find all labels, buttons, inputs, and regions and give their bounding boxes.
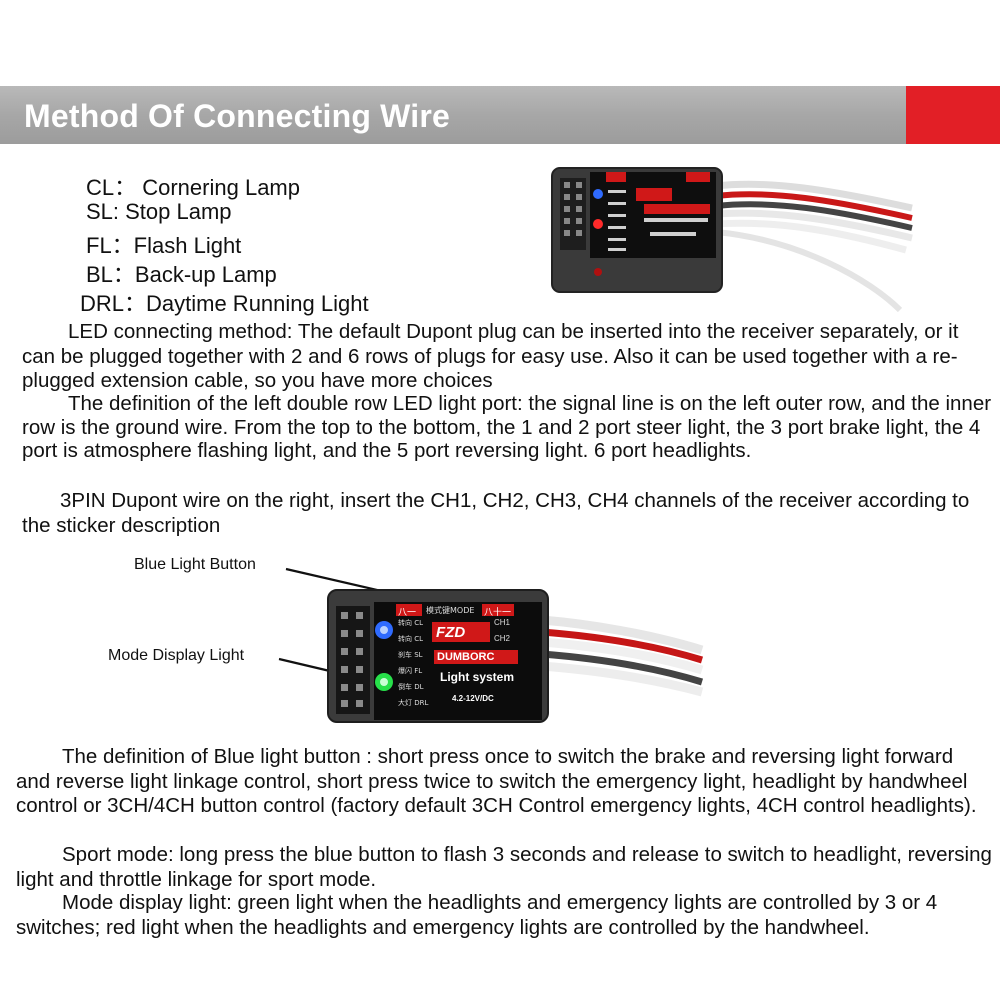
paragraph-mode-display: Mode display light: green light when the… [16,891,938,939]
header-accent-block [906,86,1000,144]
module-mode-label: 模式键MODE [426,606,475,615]
arrow-blue-button [285,567,387,594]
module-brand: DUMBORC [437,651,495,663]
module-port-5: 倒车 DL [398,683,424,691]
module-voltage: 4.2-12V/DC [452,694,494,703]
header-banner [0,86,1000,144]
paragraph-left-port: The definition of the left double row LE… [22,392,992,462]
abbr-bl: BL：Back-up Lamp [86,262,277,287]
paragraph-dupont-right: 3PIN Dupont wire on the right, insert th… [22,489,970,537]
module-channel-1: CH1 [494,618,511,627]
abbr-fl: FL：Flash Light [86,233,242,258]
paragraph-sport-mode: Sport mode: long press the blue button t… [16,843,992,891]
callout-blue-light-button: Blue Light Button [134,556,256,573]
module-port-6: 大灯 DRL [398,699,429,707]
receiver-module-image-large [327,589,704,723]
abbr-cl: CL： Cornering Lamp [86,175,300,200]
paragraph-blue-button: The definition of Blue light button : sh… [16,745,977,817]
module-port-4: 爆闪 FL [398,667,423,675]
page-title: Method Of Connecting Wire [24,98,451,134]
abbr-drl: DRL：Daytime Running Light [80,291,369,316]
paragraph-led-connecting: LED connecting method: The default Dupon… [22,320,959,392]
receiver-module-image-small [551,167,913,313]
abbr-sl: SL: Stop Lamp [86,199,232,224]
module-port-3: 刹车 SL [398,651,423,659]
module-brand-logo: FZD [436,624,466,641]
module-top-label: 八一 [398,608,417,618]
callout-mode-display-light: Mode Display Light [108,647,245,664]
module-port-2: 转向 CL [398,635,424,643]
module-channel-2: CH2 [494,634,511,643]
module-right-label: 八十一 [484,608,512,618]
module-system: Light system [440,670,515,684]
module-port-1: 转向 CL [398,619,424,627]
